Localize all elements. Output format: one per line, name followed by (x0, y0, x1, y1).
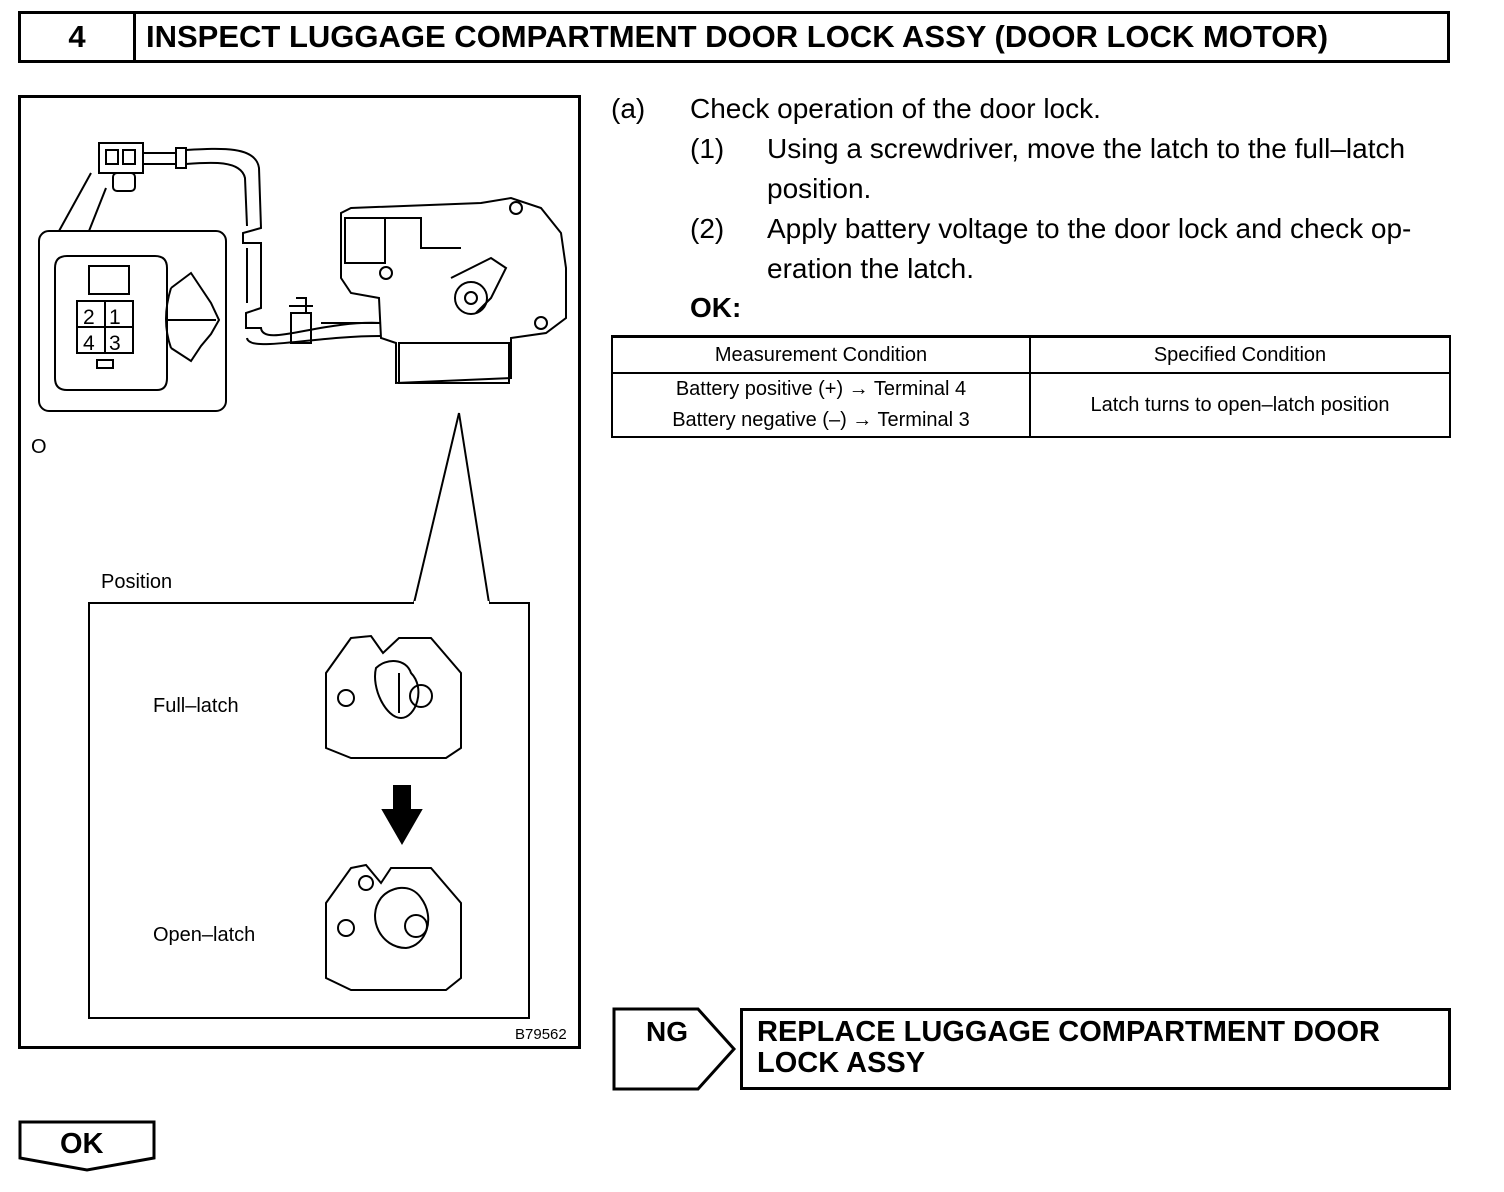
connector-marker: O (31, 436, 47, 458)
ok-arrow-icon (18, 1120, 156, 1172)
step-2-line1: Apply battery voltage to the door lock a… (767, 213, 1412, 244)
measure-line-2: Battery negative (–) → Terminal 3 (672, 409, 970, 431)
figure-id: B79562 (515, 1026, 567, 1043)
header-measurement-condition: Measurement Condition (611, 335, 1031, 374)
table-row: Battery positive (+) → Terminal 4 Batter… (611, 372, 1451, 438)
ng-action-line-2: LOCK ASSY (757, 1047, 926, 1079)
full-latch-label: Full–latch (153, 695, 239, 717)
table-header-row: Measurement Condition Specified Conditio… (611, 335, 1451, 374)
position-label: Position (101, 571, 173, 593)
step-1-label: (1) (690, 133, 725, 164)
pin-3: 3 (109, 332, 121, 355)
door-lock-motor-drawing (321, 196, 567, 385)
door-lock-illustration: O (31, 142, 567, 1019)
ok-label: OK: (690, 292, 742, 323)
specified-condition-cell: Latch turns to open–latch position (1029, 372, 1451, 438)
down-arrow-icon (381, 785, 423, 846)
open-latch-drawing (325, 863, 462, 991)
ng-label: NG (646, 1016, 688, 1047)
step-1-line2: position. (767, 173, 872, 204)
illustration-frame: O 2 1 4 3 Position Full–latch Open–latch… (18, 95, 581, 1049)
ng-action-box: REPLACE LUGGAGE COMPARTMENT DOOR LOCK AS… (740, 1008, 1451, 1090)
step-2-line2: eration the latch. (767, 253, 975, 284)
measurement-condition-cell: Battery positive (+) → Terminal 4 Batter… (611, 372, 1031, 438)
ok-next-label: OK (60, 1128, 104, 1160)
ng-arrow-icon (612, 1007, 737, 1091)
step-title: INSPECT LUGGAGE COMPARTMENT DOOR LOCK AS… (146, 19, 1329, 54)
connector-plug-drawing (98, 142, 187, 192)
measure-line-1: Battery positive (+) → Terminal 4 (675, 378, 967, 400)
header-specified-condition: Specified Condition (1029, 335, 1451, 374)
pin-2: 2 (83, 306, 95, 329)
specification-table: Measurement Condition Specified Conditio… (611, 335, 1451, 438)
wire-harness (185, 147, 382, 337)
connector-detail (38, 230, 227, 412)
step-a-label: (a) (611, 93, 646, 124)
step-2-label: (2) (690, 213, 725, 244)
full-latch-drawing (325, 634, 462, 759)
step-header: 4 INSPECT LUGGAGE COMPARTMENT DOOR LOCK … (18, 11, 1450, 63)
open-latch-label: Open–latch (153, 924, 256, 946)
step-1-line1: Using a screwdriver, move the latch to t… (767, 133, 1406, 164)
position-detail-box (88, 602, 530, 1019)
step-a-text: Check operation of the door lock. (690, 93, 1101, 124)
step-number: 4 (21, 14, 136, 60)
pin-1: 1 (109, 306, 121, 329)
pin-4: 4 (83, 332, 95, 355)
ng-action-line-1: REPLACE LUGGAGE COMPARTMENT DOOR (757, 1016, 1380, 1048)
